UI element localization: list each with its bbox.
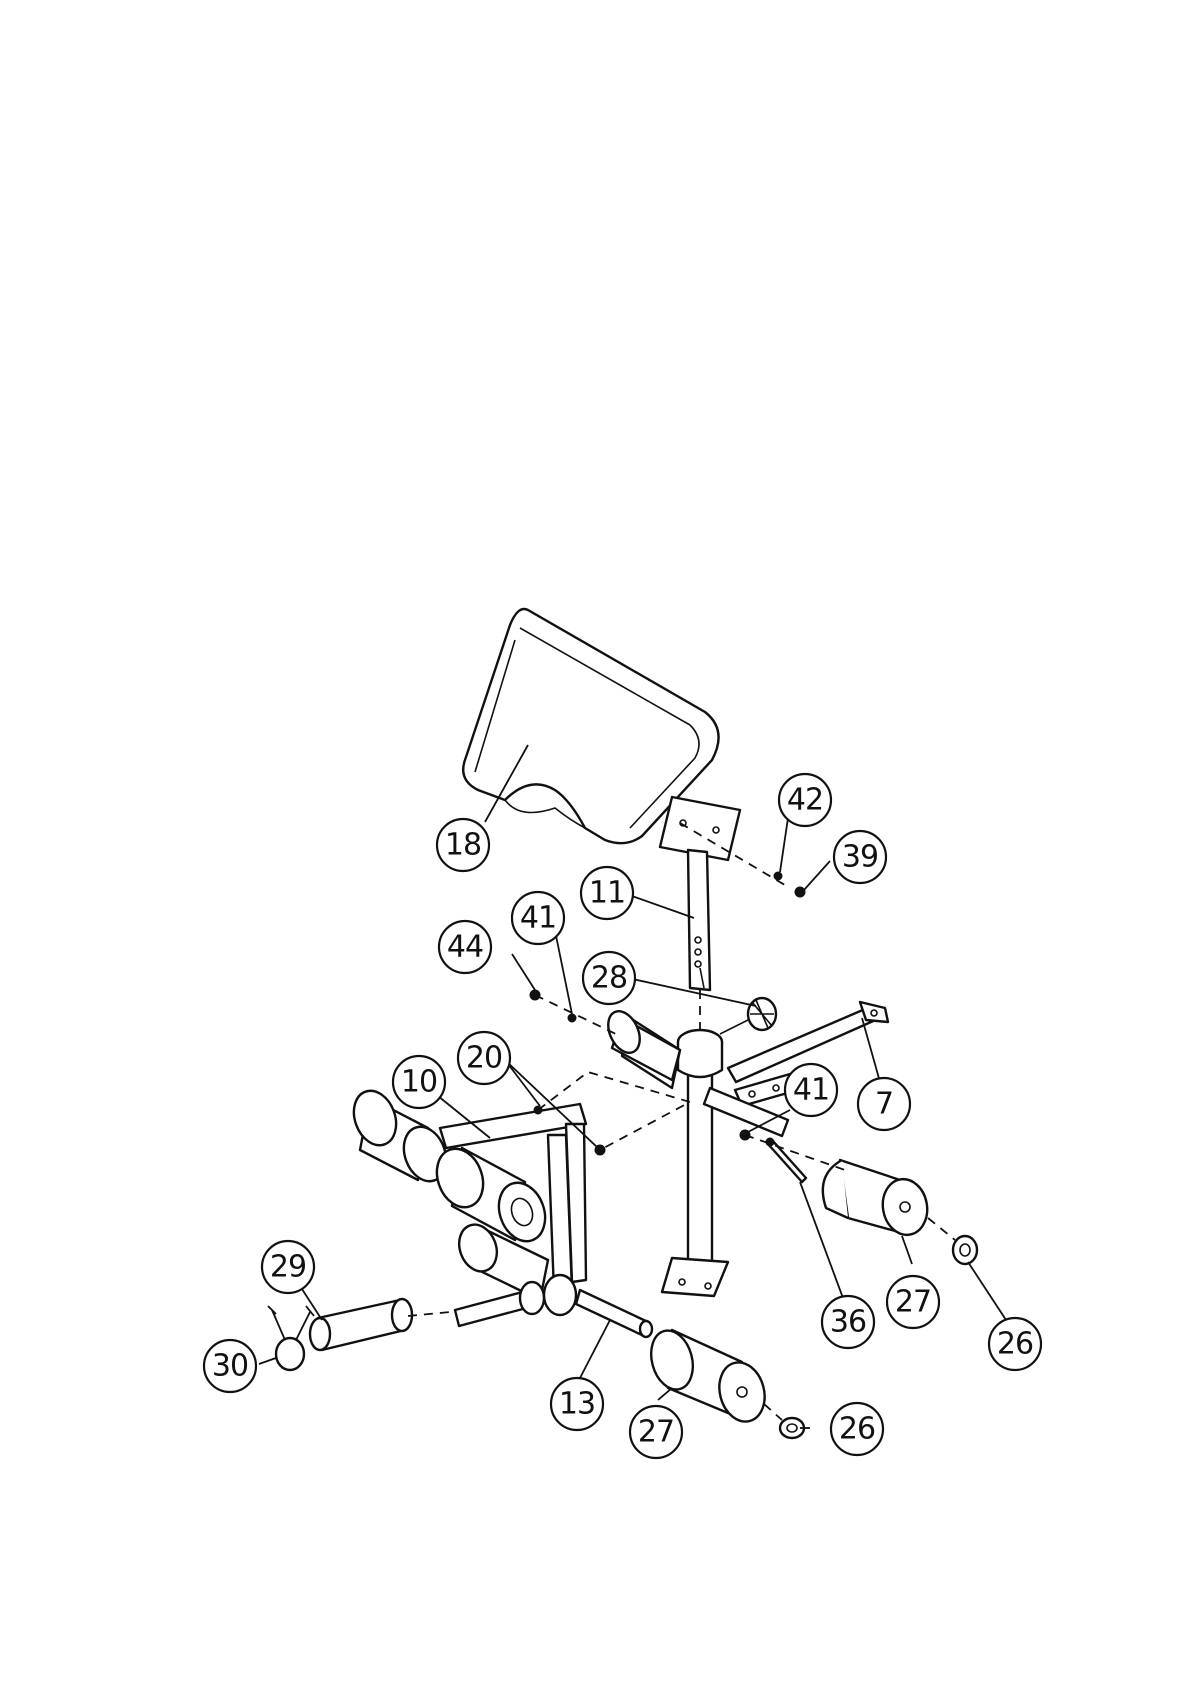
callout-label: 27 — [638, 1415, 674, 1450]
callout-label: 26 — [839, 1412, 875, 1447]
callout-39: 39 — [834, 831, 886, 883]
callout-18: 18 — [437, 819, 489, 871]
callout-label: 36 — [830, 1305, 866, 1340]
callout-20: 20 — [458, 1032, 510, 1084]
callout-label: 13 — [559, 1387, 595, 1422]
callout-label: 20 — [466, 1041, 502, 1076]
callout-label: 11 — [589, 876, 625, 911]
callout-label: 41 — [520, 901, 556, 936]
callout-label: 18 — [445, 828, 481, 863]
roller-27a — [823, 1160, 932, 1238]
callout-29: 29 — [262, 1241, 314, 1293]
callout-27-bottom: 27 — [630, 1406, 682, 1458]
callout-41-upper: 41 — [512, 892, 564, 944]
bolt-36 — [766, 1138, 806, 1182]
callout-28: 28 — [583, 952, 635, 1004]
callout-label: 28 — [591, 961, 627, 996]
callout-42: 42 — [779, 774, 831, 826]
callout-10: 10 — [393, 1056, 445, 1108]
callout-label: 30 — [212, 1349, 248, 1384]
upright-post-11 — [660, 797, 740, 990]
spring-collar-30 — [268, 1306, 314, 1370]
washer-26a — [953, 1236, 977, 1264]
lower-shaft-13 — [455, 1275, 652, 1337]
callout-13: 13 — [551, 1378, 603, 1430]
callout-30: 30 — [204, 1340, 256, 1392]
callout-41-lower: 41 — [785, 1064, 837, 1116]
callout-label: 44 — [447, 930, 483, 965]
callout-label: 42 — [787, 783, 823, 818]
callout-label: 39 — [842, 840, 878, 875]
callout-label: 26 — [997, 1327, 1033, 1362]
sleeve-29 — [310, 1299, 412, 1350]
callout-label: 41 — [793, 1073, 829, 1108]
callout-label: 7 — [875, 1087, 893, 1122]
callout-26-bottom: 26 — [831, 1403, 883, 1455]
callout-11: 11 — [581, 867, 633, 919]
callout-44: 44 — [439, 921, 491, 973]
callout-label: 10 — [401, 1065, 437, 1100]
callout-7: 7 — [858, 1078, 910, 1130]
callout-36: 36 — [822, 1296, 874, 1348]
callout-26-right: 26 — [989, 1318, 1041, 1370]
callout-label: 27 — [895, 1285, 931, 1320]
callout-label: 29 — [270, 1250, 306, 1285]
callout-27-right: 27 — [887, 1276, 939, 1328]
